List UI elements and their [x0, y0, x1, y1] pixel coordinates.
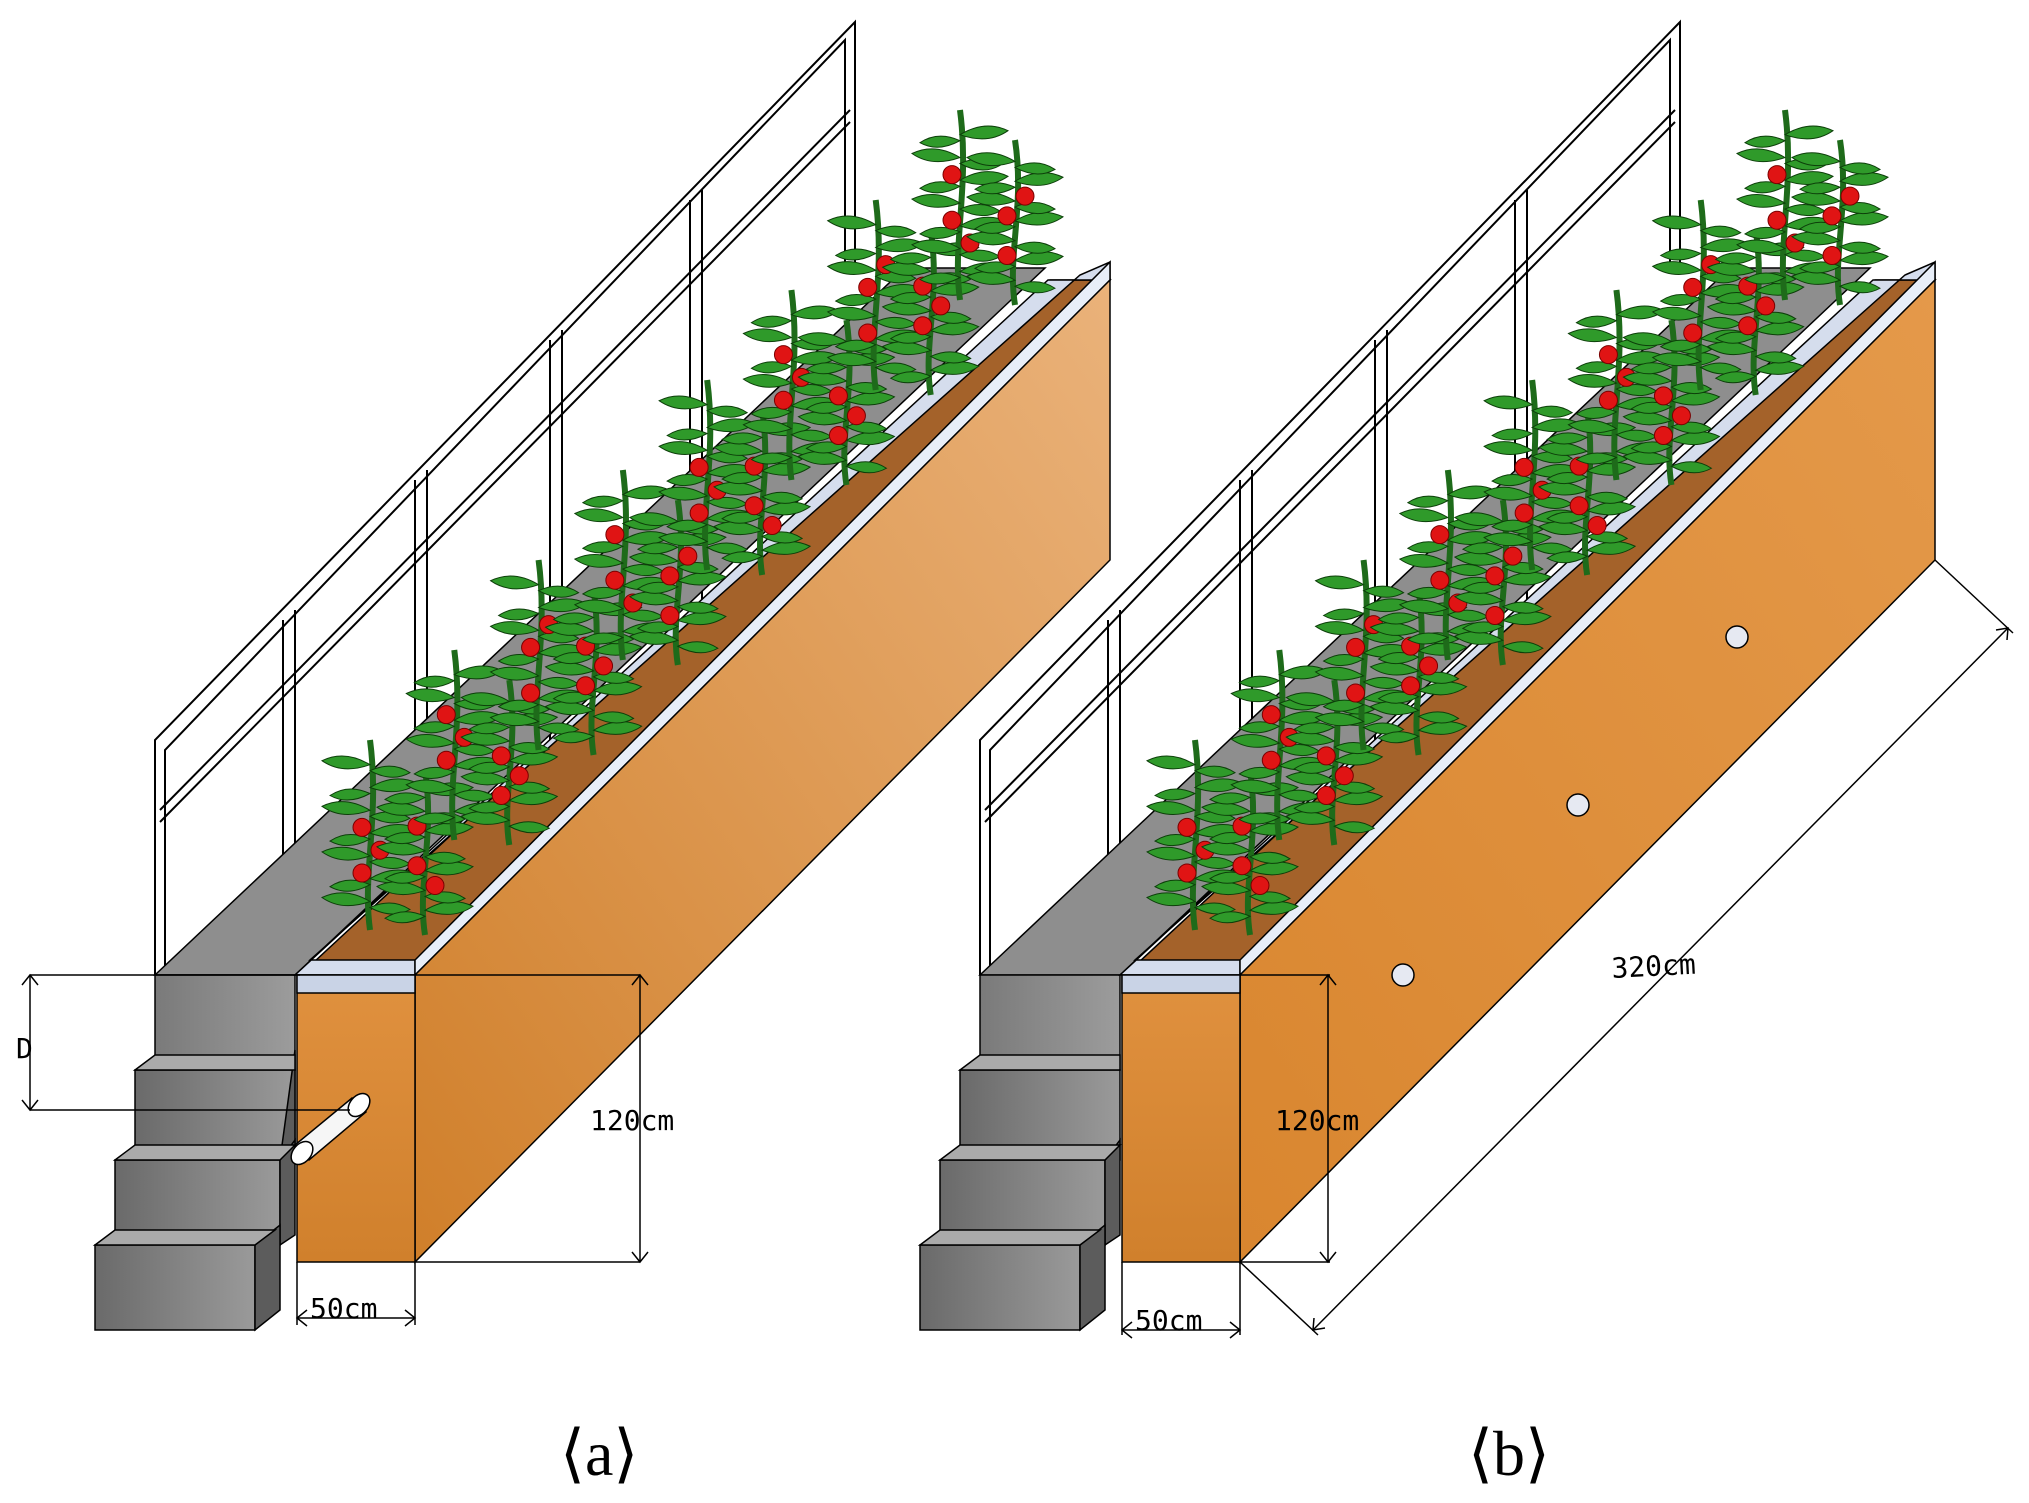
bed-front-face: [1121, 974, 1241, 1263]
tomato-plant: [1201, 769, 1299, 936]
tomato-plant: [966, 139, 1064, 306]
back-wall-front: [979, 974, 1121, 1071]
tomato-plants: [1146, 109, 1889, 936]
tomato-plant: [1567, 289, 1666, 481]
greenhouse-frame: [154, 19, 856, 975]
width-label: 50cm: [310, 1292, 377, 1325]
tomato-plant: [1230, 649, 1329, 841]
panel-a: D 120cm 50cm ⟨a⟩: [16, 19, 1112, 1489]
side-holes: [1391, 625, 1749, 987]
panel-label-b: ⟨b⟩: [1468, 1418, 1550, 1489]
length-label: 320cm: [1611, 948, 1697, 985]
tomato-plant: [1398, 469, 1497, 661]
tomato-plant: [489, 559, 588, 751]
tomato-plant: [911, 109, 1009, 301]
tomato-plant: [1622, 319, 1721, 486]
tomato-plant: [742, 289, 841, 481]
tomato-plant: [1791, 139, 1889, 306]
tomato-plant: [628, 499, 727, 666]
tomato-plants: [321, 109, 1064, 936]
tomato-plant: [573, 469, 672, 661]
side-pipe: [290, 1092, 371, 1166]
tomato-plant: [376, 769, 474, 936]
dimension-lines: [1120, 559, 2014, 1339]
tomato-plant: [405, 649, 504, 841]
panel-b: 120cm 50cm 320cm ⟨b⟩: [917, 19, 2014, 1489]
height-label: 120cm: [1275, 1104, 1359, 1137]
depth-symbol: D: [16, 1032, 33, 1065]
panel-label-a: ⟨a⟩: [560, 1418, 638, 1489]
steps: [92, 1049, 297, 1332]
width-label: 50cm: [1135, 1304, 1202, 1337]
height-label: 120cm: [590, 1104, 674, 1137]
steps: [917, 1054, 1122, 1332]
back-wall-front: [154, 974, 296, 1071]
tomato-plant: [460, 679, 559, 846]
tomato-plant: [1146, 739, 1244, 931]
dimension-lines: [21, 973, 649, 1327]
